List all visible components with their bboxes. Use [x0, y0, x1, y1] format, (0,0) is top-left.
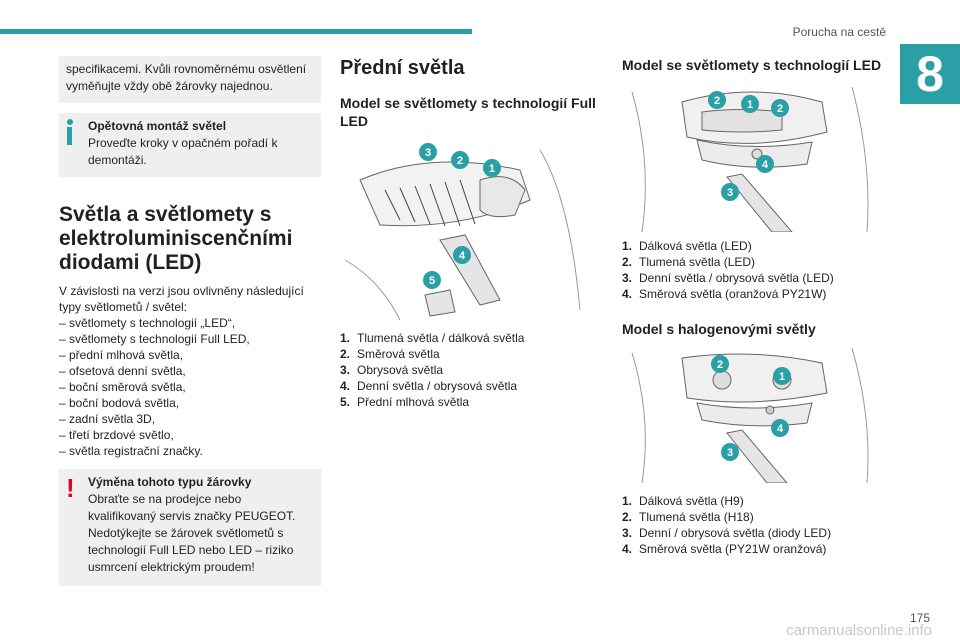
list-item: 1.Dálková světla (H9) — [622, 494, 744, 508]
fullled-subtitle: Model se světlomety s technologií Full L… — [340, 95, 596, 129]
fullled-headlamp-drawing: 3 2 1 4 5 — [344, 143, 581, 321]
chapter-title: Porucha na cestě — [792, 25, 886, 39]
list-item: – třetí brzdové světlo, — [59, 428, 174, 442]
svg-text:3: 3 — [425, 147, 431, 159]
callout-5-badge: 5 — [423, 271, 441, 289]
warning-title: Výměna tohoto typu žárovky — [88, 475, 252, 489]
column-2: Přední světla Model se světlomety s tech… — [340, 56, 602, 410]
list-item: 4.Denní světla / obrysová světla — [340, 379, 518, 393]
led-legend: 1.Dálková světla (LED) 2.Tlumená světla … — [622, 238, 884, 302]
info-text-2: demontáži. — [88, 153, 147, 167]
svg-text:2: 2 — [714, 95, 720, 107]
svg-text:4: 4 — [459, 250, 466, 262]
warning-text-1: Obraťte se na prodejce nebo — [88, 492, 242, 506]
light-types-list: – světlomety s technologií „LED“, – svět… — [59, 315, 321, 459]
list-item: – zadní světla 3D, — [59, 412, 156, 426]
list-item: 1.Tlumená světla / dálková světla — [340, 331, 525, 345]
callout-2-badge: 2 — [711, 355, 729, 373]
list-item: 3.Denní světla / obrysová světla (LED) — [622, 271, 834, 285]
callout-1-badge: 1 — [483, 159, 501, 177]
intro-text: specifikacemi. Kvůli rovnoměrnému osvětl… — [66, 62, 307, 93]
callout-1-badge: 1 — [741, 95, 759, 113]
svg-text:4: 4 — [777, 423, 784, 435]
svg-text:5: 5 — [429, 275, 435, 287]
warning-icon: ! — [66, 473, 75, 503]
svg-text:3: 3 — [727, 187, 733, 199]
svg-text:2: 2 — [777, 103, 783, 115]
callout-3-badge: 3 — [419, 143, 437, 161]
callout-1-badge: 1 — [773, 367, 791, 385]
intro-box: specifikacemi. Kvůli rovnoměrnému osvětl… — [59, 56, 321, 103]
list-item: – světlomety s technologií Full LED, — [59, 332, 250, 346]
svg-text:4: 4 — [762, 159, 769, 171]
list-item: 4.Směrová světla (PY21W oranžová) — [622, 542, 827, 556]
callout-4-badge: 4 — [453, 246, 471, 264]
list-item: 3.Denní / obrysová světla (diody LED) — [622, 526, 832, 540]
svg-text:1: 1 — [489, 163, 495, 175]
fullled-headlamp-illustration: 3 2 1 4 5 — [340, 140, 602, 322]
led-headlamp-illustration: 2 1 2 4 3 — [622, 82, 884, 232]
halogen-headlamp-drawing: 2 1 4 3 — [631, 348, 869, 483]
section-title: Přední světla — [340, 57, 465, 79]
list-item: – světlomety s technologií „LED“, — [59, 316, 236, 330]
chapter-number-badge: 8 — [900, 44, 960, 104]
list-item: – boční směrová světla, — [59, 380, 186, 394]
svg-text:1: 1 — [747, 99, 753, 111]
list-item: 5.Přední mlhová světla — [340, 395, 470, 409]
svg-text:1: 1 — [779, 371, 785, 383]
svg-text:2: 2 — [717, 359, 723, 371]
callout-4-badge: 4 — [756, 155, 774, 173]
warning-text-2: kvalifikovaný servis značky PEUGEOT. Ned… — [88, 509, 296, 574]
list-item: 1.Dálková světla (LED) — [622, 239, 752, 253]
fullled-legend: 1.Tlumená světla / dálková světla 2.Směr… — [340, 330, 602, 410]
list-item: – světla registrační značky. — [59, 444, 203, 458]
list-item: 2.Směrová světla — [340, 347, 440, 361]
warning-box: ! Výměna tohoto typu žárovky Obraťte se … — [59, 469, 321, 586]
halogen-headlamp-illustration: 2 1 4 3 — [622, 348, 884, 483]
callout-3-badge: 3 — [721, 443, 739, 461]
list-item: 2.Tlumená světla (LED) — [622, 255, 756, 269]
page-number: 175 — [909, 611, 930, 625]
svg-text:2: 2 — [457, 155, 463, 167]
watermark: carmanualsonline.info — [786, 622, 932, 639]
callout-2-badge: 2 — [451, 151, 469, 169]
info-title: Opětovná montáž světel — [88, 119, 227, 133]
callout-2-badge: 2 — [771, 99, 789, 117]
column-1: specifikacemi. Kvůli rovnoměrnému osvětl… — [59, 56, 321, 586]
info-text-1: Proveďte kroky v opačném pořadí k — [88, 136, 278, 150]
list-item: – boční bodová světla, — [59, 396, 180, 410]
section-heading: Světla a světlomety s elektroluminiscenč… — [59, 203, 293, 274]
led-headlamp-drawing: 2 1 2 4 3 — [631, 86, 869, 232]
list-item: 3.Obrysová světla — [340, 363, 444, 377]
intro-paragraph: V závislosti na verzi jsou ovlivněny nás… — [59, 284, 304, 314]
svg-text:3: 3 — [727, 447, 733, 459]
list-item: – přední mlhová světla, — [59, 348, 184, 362]
callout-2-badge: 2 — [708, 91, 726, 109]
info-box: Opětovná montáž světel Proveďte kroky v … — [59, 113, 321, 177]
led-subtitle: Model se světlomety s technologií LED — [622, 57, 882, 73]
halogen-legend: 1.Dálková světla (H9) 2.Tlumená světla (… — [622, 493, 884, 557]
list-item: 4.Směrová světla (oranžová PY21W) — [622, 287, 827, 301]
halogen-subtitle: Model s halogenovými světly — [622, 321, 816, 337]
header-accent-bar — [0, 29, 472, 34]
list-item: – ofsetová denní světla, — [59, 364, 186, 378]
callout-3-badge: 3 — [721, 183, 739, 201]
column-3: Model se světlomety s technologií LED 2 1… — [622, 56, 884, 557]
callout-4-badge: 4 — [771, 419, 789, 437]
list-item: 2.Tlumená světla (H18) — [622, 510, 754, 524]
info-icon — [66, 119, 74, 145]
